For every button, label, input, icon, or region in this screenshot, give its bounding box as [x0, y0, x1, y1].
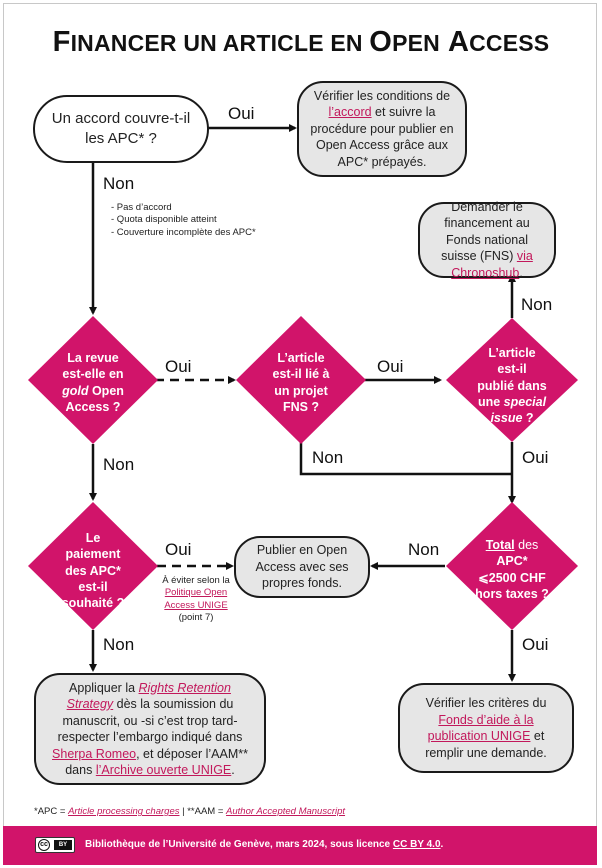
- diamond-paiement: [28, 502, 158, 630]
- reasons-list: - Pas d’accord - Quota disponible attein…: [111, 202, 256, 238]
- box-verifier-accord: Vérifier les conditions de l’accord et s…: [297, 81, 467, 177]
- label-non-accord: Non: [103, 174, 135, 193]
- diamond-gold: [28, 316, 158, 444]
- link-rights-retention[interactable]: Rights Retention Strategy: [66, 680, 231, 712]
- box-fonds-aide: Vérifier les critères du Fonds d’aide à …: [398, 683, 574, 773]
- label-non-special: Non: [521, 295, 553, 314]
- link-aam[interactable]: Author Accepted Manuscript: [226, 806, 346, 817]
- label-non-fns: Non: [312, 448, 344, 467]
- label-non-gold: Non: [103, 455, 135, 474]
- link-archive-ouverte[interactable]: l’Archive ouverte UNIGE: [95, 763, 232, 777]
- diamond-total: [446, 502, 578, 630]
- page-title: FINANCER UN ARTICLE EN OPEN ACCESS: [52, 26, 550, 58]
- label-oui-paiement: Oui: [165, 540, 192, 559]
- diamond-fns: [236, 316, 366, 444]
- link-chronoshub[interactable]: via Chronoshub: [451, 249, 533, 280]
- link-accord[interactable]: l’accord: [328, 105, 372, 120]
- footer-bar: cc BY Bibliothèque de l’Université de Ge…: [3, 826, 597, 865]
- cc-license-icon: cc BY: [35, 837, 75, 853]
- label-oui-fns: Oui: [377, 357, 404, 376]
- box-rights-retention: Appliquer la Rights Retention Strategy d…: [34, 673, 266, 785]
- link-politique-oa-1[interactable]: Politique Open: [164, 587, 228, 599]
- footer-text: Bibliothèque de l’Université de Genève, …: [85, 839, 444, 850]
- link-apc[interactable]: Article processing charges: [68, 806, 180, 817]
- footnote: *APC = Article processing charges | **AA…: [34, 806, 346, 817]
- diamond-special: [446, 318, 578, 442]
- box-fns-chronoshub: Demander le financement au Fonds nationa…: [418, 200, 556, 280]
- connector-fns-non: [299, 442, 512, 476]
- avoid-note: À éviter selon la Politique Open Access …: [146, 575, 246, 624]
- label-non-paiement: Non: [103, 635, 135, 654]
- link-license[interactable]: CC BY 4.0: [392, 839, 441, 850]
- link-fonds-aide[interactable]: Fonds d’aide à la publication UNIGE: [427, 712, 534, 744]
- label-oui-gold: Oui: [165, 357, 192, 376]
- label-oui-special: Oui: [522, 448, 549, 467]
- link-politique-oa-2[interactable]: Access UNIGE: [164, 599, 228, 611]
- label-oui-accord: Oui: [228, 104, 255, 123]
- label-non-total: Non: [408, 540, 440, 559]
- link-sherpa-romeo[interactable]: Sherpa Romeo: [52, 746, 137, 761]
- label-oui-total: Oui: [522, 635, 549, 654]
- box-publier-propres-fonds: Publier en Open Access avec ses propres …: [234, 536, 370, 598]
